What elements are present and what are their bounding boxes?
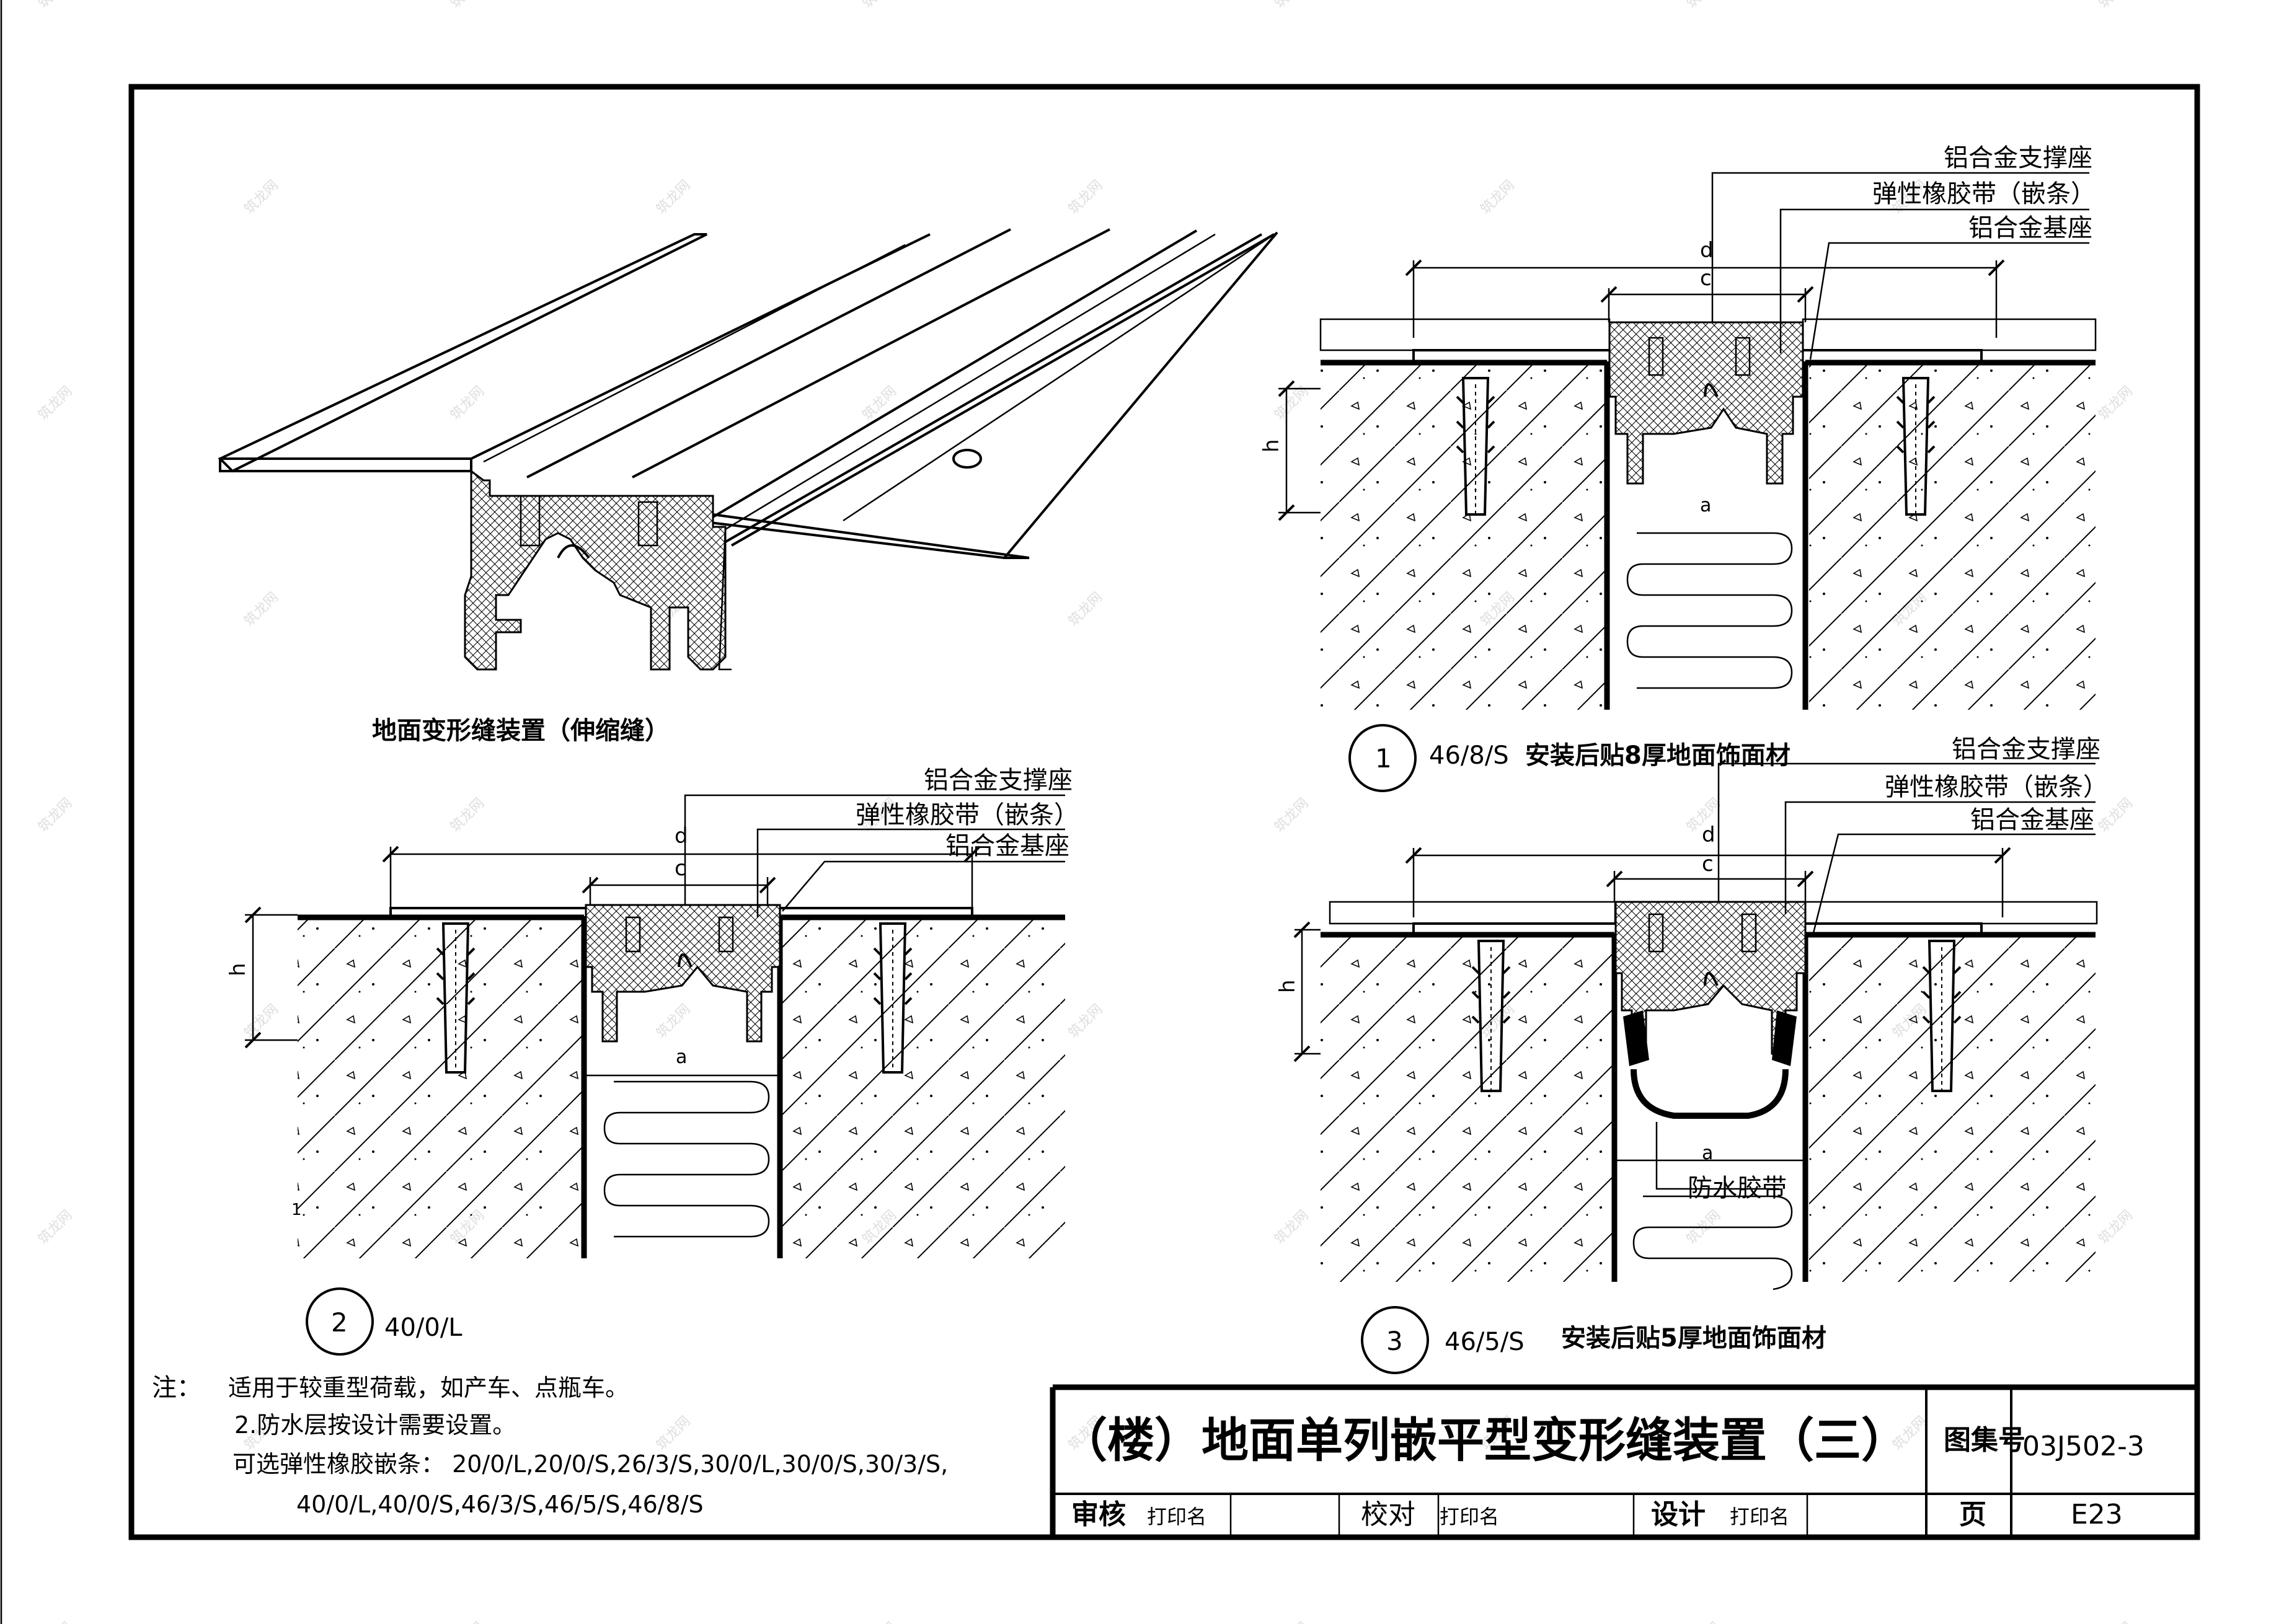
detail-3-waterstop-band [1631, 1069, 1789, 1119]
detail-1-number-circle [1348, 724, 1417, 792]
notes-line-4: 40/0/L,40/0/S,46/3/S,46/5/S,46/8/S [296, 1491, 704, 1518]
detail-1-label-base: 铝合金基座 [1968, 214, 2092, 242]
detail-3-number: 3 [1386, 1326, 1403, 1356]
detail-3-label-support: 铝合金支撑座 [1952, 735, 2100, 764]
detail-2-code: 40/0/L [384, 1313, 463, 1342]
title-block-page-no: E23 [2071, 1499, 2123, 1530]
detail-2-dim-d: d [675, 824, 688, 849]
detail-3-code: 46/5/S [1445, 1328, 1525, 1356]
notes-line-3: 可选弹性橡胶嵌条： 20/0/L,20/0/S,26/3/S,30/0/L,30… [232, 1450, 948, 1478]
title-block-check-label: 校对 [1361, 1499, 1415, 1530]
detail-2-number-circle [306, 1287, 374, 1356]
title-block-review-label: 审核 [1071, 1499, 1126, 1530]
title-block-title: （楼）地面单列嵌平型变形缝装置（三） [1060, 1413, 1908, 1468]
drawing-frame [128, 84, 2200, 1540]
detail-3-label-rubber: 弹性橡胶带（嵌条） [1885, 773, 2108, 801]
detail-1-anchor-right [1896, 377, 1936, 516]
detail-1-concrete-left [1321, 363, 1605, 710]
detail-1-code: 46/8/S [1429, 741, 1509, 770]
detail-2-dim-a: a [676, 1046, 687, 1068]
detail-2-concrete-right [782, 917, 1065, 1258]
detail-2-number: 2 [331, 1307, 348, 1338]
detail-1-dim-a: a [1700, 495, 1711, 516]
detail-1 [1278, 172, 2097, 710]
detail-1-number: 1 [1375, 743, 1392, 774]
detail-1-anchor-left [1456, 377, 1495, 516]
title-block-review-name: 打印名 [1147, 1505, 1206, 1529]
detail-1-desc: 安装后贴8厚地面饰面材 [1525, 741, 1790, 770]
detail-2-anchor-right [873, 922, 913, 1074]
detail-3-dim-d: d [1702, 823, 1715, 847]
title-block-page-label: 页 [1959, 1499, 1986, 1530]
detail-1-label-rubber: 弹性橡胶带（嵌条） [1872, 180, 2096, 208]
detail-3-desc: 安装后贴5厚地面饰面材 [1561, 1324, 1826, 1353]
notes-label: 注： [152, 1374, 201, 1402]
detail-2-dim-c: c [675, 856, 686, 881]
detail-3-anchor-right [1922, 940, 1962, 1092]
detail-1-dim-h: h [1259, 439, 1284, 452]
detail-2-small-mark: 1 [291, 1201, 302, 1219]
title-block-atlas-label: 图集号 [1944, 1424, 2025, 1456]
title-block-design-name: 打印名 [1730, 1505, 1789, 1529]
detail-2 [244, 794, 1065, 1258]
iso-caption: 地面变形缝装置（伸缩缝） [372, 717, 670, 745]
detail-2-anchor-left [436, 922, 476, 1074]
detail-3-label-waterstop: 防水胶带 [1688, 1174, 1787, 1203]
detail-1-dim-c: c [1700, 266, 1712, 291]
detail-2-concrete-left [298, 917, 582, 1258]
title-block [1050, 1384, 2197, 1537]
detail-3-filler [1632, 1195, 1793, 1291]
detail-3-dim-c: c [1702, 852, 1714, 876]
detail-1-profile [1608, 321, 1804, 485]
detail-3-dim-h: h [1275, 979, 1300, 993]
detail-3-dim-a: a [1702, 1142, 1713, 1164]
title-block-check-name: 打印名 [1440, 1505, 1499, 1529]
isometric-view [218, 228, 1278, 671]
detail-1-filler [1626, 532, 1793, 689]
title-block-design-label: 设计 [1651, 1499, 1706, 1530]
iso-profile [464, 469, 727, 671]
detail-1-label-support: 铝合金支撑座 [1944, 144, 2092, 172]
detail-2-label-support: 铝合金支撑座 [924, 766, 1073, 795]
detail-3-anchor-left [1471, 940, 1511, 1092]
detail-3-label-base: 铝合金基座 [1970, 806, 2094, 834]
detail-2-label-rubber: 弹性橡胶带（嵌条） [856, 801, 1079, 829]
detail-2-label-base: 铝合金基座 [945, 832, 1069, 860]
detail-2-dim-h: h [226, 963, 250, 976]
notes-line-2: 2.防水层按设计需要设置。 [234, 1411, 516, 1439]
detail-2-filler [603, 1080, 770, 1238]
title-block-atlas-no: 03J502-3 [2022, 1431, 2145, 1462]
detail-1-dim-d: d [1700, 238, 1714, 263]
detail-3-concrete-left [1321, 935, 1612, 1282]
detail-3-number-circle [1361, 1306, 1429, 1374]
notes-line-1: 适用于较重型荷载，如产车、点瓶车。 [228, 1374, 629, 1401]
detail-3 [1293, 762, 2098, 1291]
detail-2-profile [585, 904, 781, 1043]
iso-screw-hole [952, 449, 982, 469]
detail-1-concrete-right [1809, 363, 2096, 710]
